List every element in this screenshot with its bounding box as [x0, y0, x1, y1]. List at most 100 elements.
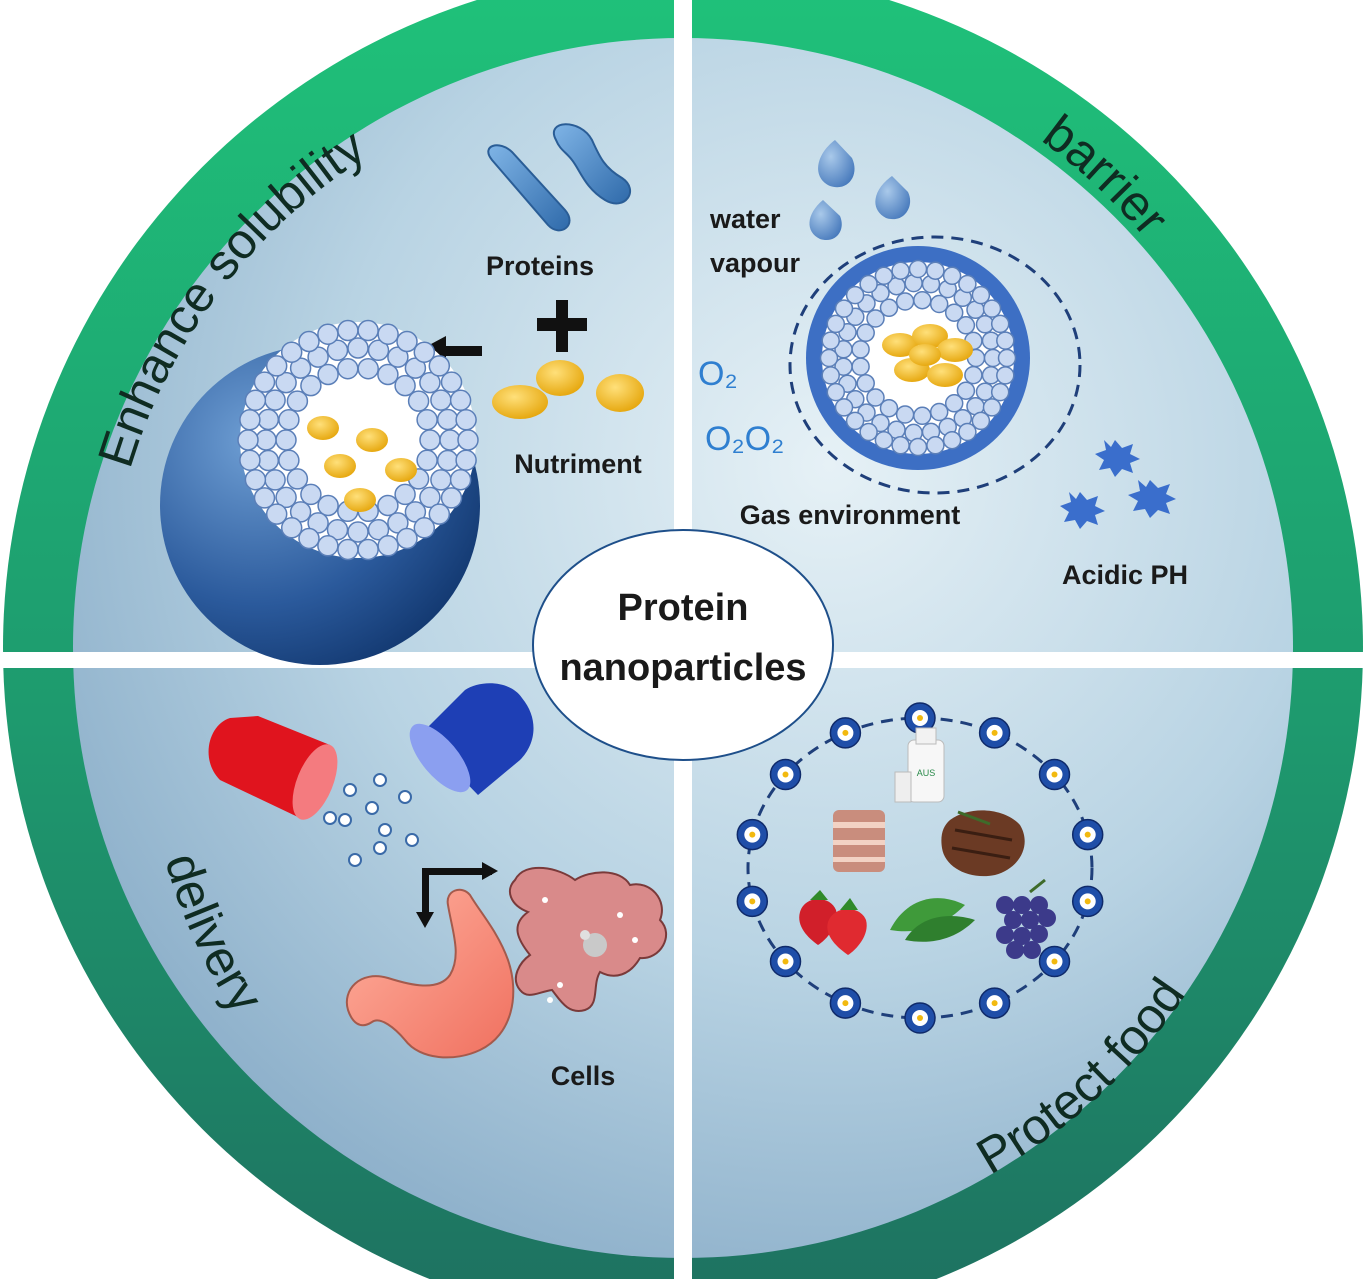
shell-particle: [377, 323, 399, 345]
shell-particle: [845, 411, 865, 431]
shell-particle: [357, 538, 379, 561]
quadrant-protect-food: AUS: [736, 702, 1104, 1034]
protective-nanoparticle: [978, 717, 1011, 749]
shell-particle: [357, 319, 379, 342]
shell-particle: [834, 398, 854, 417]
shell-particle: [956, 316, 976, 335]
shell-particle: [879, 298, 899, 318]
shell-particle: [419, 429, 441, 451]
shell-particle: [958, 274, 977, 294]
shell-particle: [317, 363, 339, 386]
shell-particle: [367, 339, 390, 362]
milk-brand-text: AUS: [917, 768, 936, 778]
shell-particle: [357, 357, 379, 380]
steak-icon: [941, 810, 1025, 877]
shell-particle: [834, 340, 853, 359]
shell-particle: [300, 483, 322, 506]
shell-particle: [964, 365, 983, 385]
shell-particle: [821, 366, 840, 385]
label-gas-environment: Gas environment: [740, 500, 961, 530]
shell-particle: [926, 436, 945, 455]
shell-particle: [275, 486, 297, 509]
quadrant-delivery: Cells: [208, 683, 667, 1091]
shell-particle: [337, 319, 359, 342]
released-particle: [365, 801, 379, 815]
protective-nanoparticle: [769, 758, 802, 791]
shell-particle: [866, 388, 885, 407]
shell-particle: [440, 487, 463, 509]
protection-boundary: [746, 716, 1094, 1020]
shell-particle: [257, 449, 280, 472]
shell-particle: [347, 521, 369, 543]
shell-particle: [926, 261, 945, 280]
shell-particle: [298, 330, 320, 353]
shell-particle: [975, 315, 995, 334]
shell-particle: [396, 527, 418, 550]
released-particle: [343, 783, 357, 797]
barrier-particle-shell: [819, 259, 1017, 457]
milk-icon: AUS: [894, 727, 945, 803]
shell-particle: [913, 406, 932, 426]
shell-particle: [416, 408, 438, 431]
shell-particle: [244, 389, 267, 412]
released-particle: [398, 790, 412, 804]
shell-particle: [436, 449, 459, 472]
acid-burst-icons: [1060, 440, 1176, 529]
shell-particle: [377, 363, 399, 386]
shell-particle: [990, 314, 1010, 334]
shell-particle: [895, 292, 915, 311]
protective-nanoparticle: [829, 717, 862, 749]
shell-particle: [834, 299, 854, 318]
center-title-line1: Protein: [618, 587, 749, 629]
shell-particle: [944, 394, 964, 413]
shell-particle: [929, 402, 949, 422]
shell-particle: [913, 290, 932, 310]
bacon-icon: [833, 810, 885, 872]
shell-particle: [982, 398, 1002, 417]
shell-particle: [317, 494, 339, 517]
shell-particle: [982, 299, 1002, 318]
shell-particle: [239, 409, 261, 431]
shell-particle: [264, 389, 286, 411]
shell-particle: [257, 408, 280, 431]
shell-particle: [237, 429, 259, 451]
shell-particle: [826, 382, 846, 402]
center-title-line2: nanoparticles: [559, 647, 806, 689]
protective-nanoparticle: [1038, 945, 1071, 978]
label-nutriment: Nutriment: [514, 449, 642, 479]
shell-particle: [851, 340, 870, 359]
shell-particle: [286, 390, 309, 412]
label-o2-b: O₂O₂: [705, 420, 784, 458]
shell-particle: [419, 371, 441, 394]
nanoparticle-ring: [736, 702, 1104, 1034]
flow-arrow-icon: [416, 862, 498, 928]
protective-nanoparticle: [978, 987, 1011, 1019]
shell-particle: [455, 409, 477, 431]
shell-particle: [280, 341, 303, 363]
cell-icon: [508, 866, 667, 1012]
shell-particle: [300, 374, 322, 397]
released-particle: [338, 813, 352, 827]
shell-particle: [253, 371, 276, 393]
shell-particle: [430, 469, 452, 491]
shell-particle: [337, 538, 359, 561]
shell-particle: [413, 517, 436, 539]
nutriment-icon: [492, 360, 644, 419]
nanoparticle-shell: [237, 319, 479, 561]
shell-particle: [264, 469, 286, 491]
plus-icon: [537, 300, 587, 352]
released-particle: [373, 773, 387, 787]
shell-particle: [891, 261, 910, 280]
shell-particle: [275, 429, 297, 451]
protective-nanoparticle: [904, 1002, 936, 1034]
shell-particle: [874, 430, 894, 450]
shell-particle: [895, 405, 915, 424]
shell-particle: [436, 408, 459, 431]
shell-particle: [377, 535, 399, 557]
shell-particle: [996, 366, 1015, 385]
shell-particle: [879, 398, 899, 418]
shell-particle: [856, 323, 875, 343]
greens-icon: [890, 898, 975, 942]
shell-particle: [997, 348, 1017, 368]
